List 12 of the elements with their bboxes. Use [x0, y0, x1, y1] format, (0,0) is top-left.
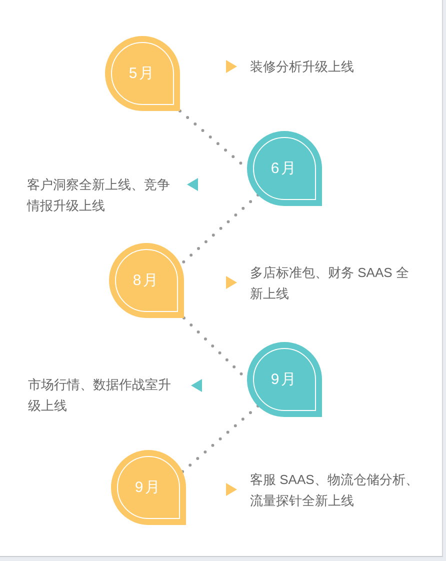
- dotted-line: [181, 404, 260, 474]
- milestone-description: 装修分析升级上线: [250, 58, 355, 76]
- month-label: 9月: [270, 370, 298, 388]
- milestone-description: 客户洞察全新上线、竞争情报升级上线: [27, 176, 171, 215]
- month-label: 5月: [128, 64, 156, 82]
- month-label: 9月: [134, 478, 162, 496]
- milestone-description: 市场行情、数据作战室升级上线: [28, 376, 172, 415]
- milestone-description: 客服 SAAS、物流仓储分析、流量探针全新上线: [250, 471, 420, 510]
- dotted-line: [179, 194, 260, 266]
- month-label: 6月: [270, 160, 298, 178]
- milestone-description: 多店标准包、财务 SAAS 全新上线: [250, 264, 410, 303]
- month-label: 8月: [132, 272, 160, 290]
